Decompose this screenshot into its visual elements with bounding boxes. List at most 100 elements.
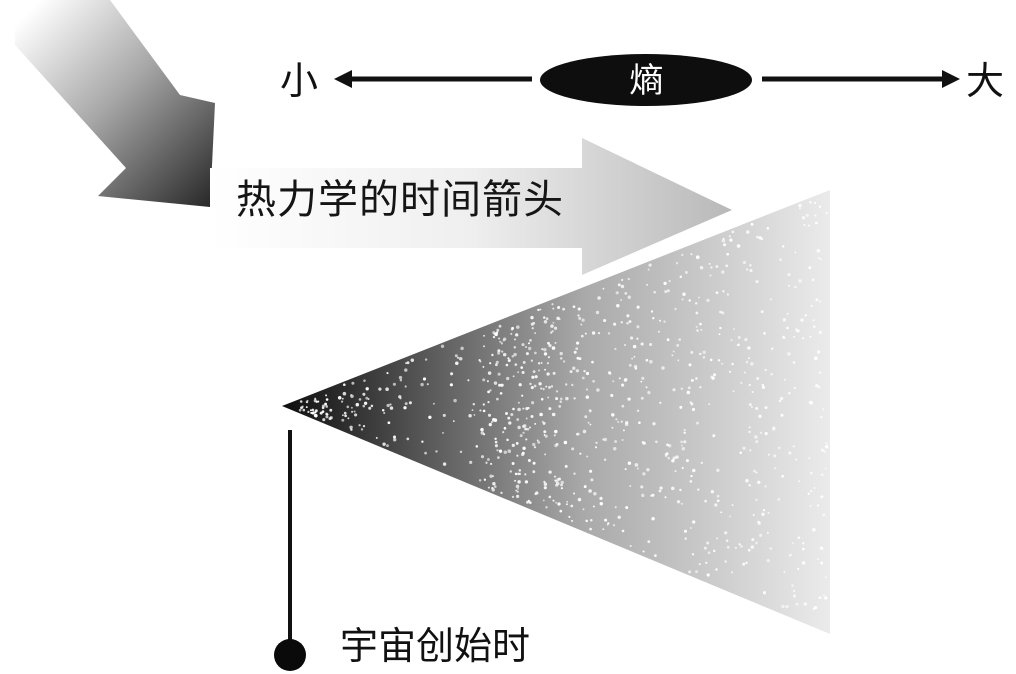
particle-dot <box>715 265 719 268</box>
particle-dot <box>657 330 660 333</box>
particle-dot <box>681 253 684 257</box>
particle-dot <box>666 289 670 293</box>
particle-dot <box>498 324 502 328</box>
particle-dot <box>542 388 545 391</box>
right-arrowhead-icon <box>942 70 960 88</box>
particle-dot <box>341 400 344 403</box>
particle-dot <box>420 382 424 387</box>
particle-dot <box>491 486 494 490</box>
particle-dot <box>648 263 652 267</box>
particle-dot <box>602 287 605 290</box>
particle-dot <box>771 347 774 350</box>
particle-dot <box>763 332 766 335</box>
particle-dot <box>820 416 823 419</box>
particle-dot <box>525 346 527 348</box>
particle-dot <box>787 352 791 356</box>
particle-dot <box>798 207 802 210</box>
particle-dot <box>497 349 501 353</box>
particle-dot <box>531 327 534 330</box>
particle-dot <box>551 303 554 306</box>
particle-dot <box>779 396 784 401</box>
particle-dot <box>494 444 498 448</box>
particle-dot <box>593 491 597 496</box>
particle-dot <box>528 346 532 351</box>
particle-dot <box>580 323 583 326</box>
particle-dot <box>312 411 316 414</box>
particle-dot <box>615 291 619 295</box>
particle-dot <box>346 405 350 409</box>
particle-dot <box>511 443 515 448</box>
particle-dot <box>717 359 721 362</box>
particle-dot <box>576 341 580 345</box>
particle-dot <box>684 537 687 540</box>
particle-dot <box>341 418 345 422</box>
particle-dot <box>664 290 668 294</box>
particle-dot <box>749 264 752 267</box>
particle-dot <box>755 440 759 444</box>
particle-dot <box>482 378 486 382</box>
particle-dot <box>547 396 550 399</box>
particle-dot <box>742 562 746 566</box>
particle-dot <box>398 375 403 380</box>
particle-dot <box>404 385 407 388</box>
particle-dot <box>798 203 802 208</box>
particle-dot <box>551 412 556 417</box>
particle-dot <box>350 428 353 431</box>
particle-dot <box>748 484 751 487</box>
particle-dot <box>755 498 758 502</box>
particle-dot <box>325 415 329 419</box>
particle-dot <box>458 356 463 361</box>
particle-dot <box>565 396 569 401</box>
particle-dot <box>315 400 318 403</box>
particle-dot <box>721 270 725 274</box>
particle-dot <box>585 395 590 399</box>
particle-dot <box>622 429 625 432</box>
particle-dot <box>548 385 551 389</box>
particle-dot <box>507 357 510 360</box>
particle-dot <box>350 394 353 396</box>
particle-dot <box>487 458 490 461</box>
particle-dot <box>613 322 617 326</box>
particle-dot <box>494 437 497 441</box>
particle-dot <box>393 435 396 439</box>
particle-dot <box>545 506 548 509</box>
particle-dot <box>559 509 563 513</box>
particle-dot <box>822 408 825 411</box>
particle-dot <box>519 434 523 438</box>
particle-dot <box>494 332 498 336</box>
particle-dot <box>511 355 515 358</box>
particle-dot <box>490 462 493 465</box>
particle-dot <box>803 602 808 606</box>
particle-dot <box>496 397 499 401</box>
particle-dot <box>824 596 828 600</box>
particle-dot <box>614 347 617 351</box>
particle-dot <box>487 413 492 417</box>
particle-dot <box>614 506 617 509</box>
particle-dot <box>761 385 766 390</box>
particle-dot <box>716 494 720 498</box>
particle-dot <box>804 314 807 317</box>
particle-dot <box>825 441 828 445</box>
particle-dot <box>385 387 389 391</box>
particle-dot <box>360 428 364 431</box>
particle-dot <box>454 354 458 358</box>
particle-dot <box>640 485 644 489</box>
particle-dot <box>545 385 548 388</box>
particle-dot <box>520 366 523 369</box>
particle-dot <box>713 373 717 377</box>
particle-dot <box>532 461 536 465</box>
particle-dot <box>535 491 539 495</box>
particle-dot <box>606 523 609 526</box>
particle-dot <box>422 377 427 381</box>
particle-dot <box>586 388 588 391</box>
particle-dot <box>566 500 569 503</box>
particle-dot <box>482 345 486 348</box>
particle-dot <box>515 442 519 445</box>
particle-dot <box>816 350 821 354</box>
particle-dot <box>482 409 486 413</box>
particle-dot <box>618 377 621 380</box>
particle-dot <box>480 455 485 459</box>
particle-dot <box>652 422 656 426</box>
particle-dot <box>528 501 532 504</box>
particle-dot <box>353 410 356 413</box>
